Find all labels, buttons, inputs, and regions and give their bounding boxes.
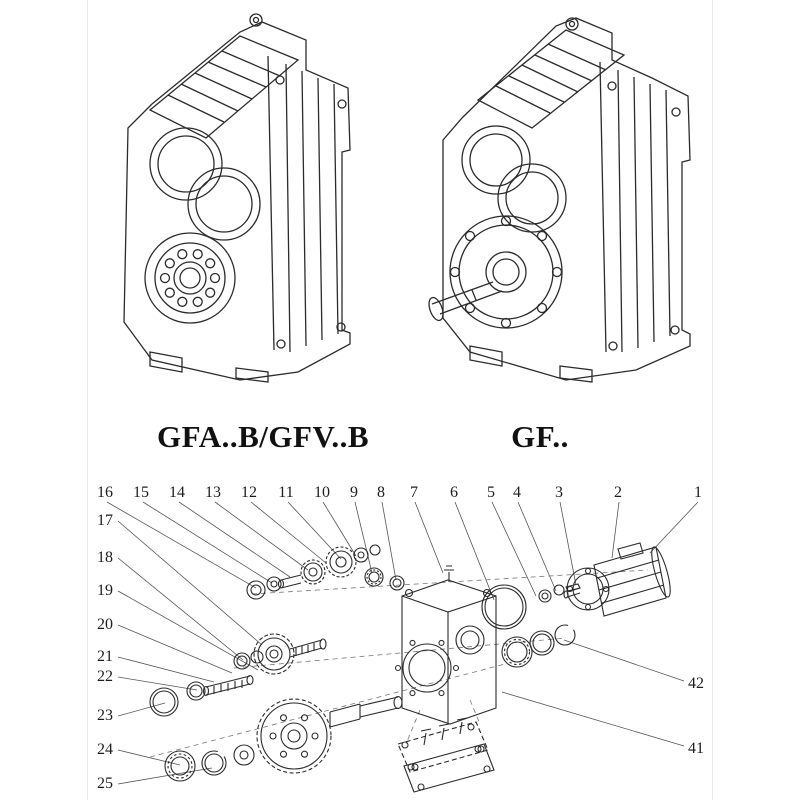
part-callout-17: 17 [97,512,113,529]
part-callout-6: 6 [450,484,458,501]
part-callout-21: 21 [97,648,113,665]
part-callout-16: 16 [97,484,113,501]
gasket-and-cover [397,717,495,793]
output-flange-detail [449,215,563,329]
part-callout-19: 19 [97,582,113,599]
part-callout-18: 18 [97,549,113,566]
part-callout-11: 11 [278,484,294,501]
assembly-axis-lines [149,569,649,758]
part-callout-5: 5 [487,484,495,501]
part-callout-9: 9 [350,484,358,501]
exploded-view [149,542,671,793]
part-callout-25: 25 [97,775,113,792]
part-callout-42: 42 [688,675,704,692]
leader-lines [106,501,699,785]
part-callout-8: 8 [377,484,385,501]
part-callout-3: 3 [555,484,563,501]
part-callout-20: 20 [97,616,113,633]
part-callout-7: 7 [410,484,418,501]
photo-left-edge [87,0,88,800]
input-shaft-parts [246,544,405,600]
part-callout-23: 23 [97,707,113,724]
part-callout-13: 13 [205,484,221,501]
model-label-gfab-gfvb: GFA..B/GFV..B [156,419,370,454]
part-callout-24: 24 [97,741,113,758]
output-bearing-detail [144,232,236,324]
part-callout-22: 22 [97,668,113,685]
part-callout-15: 15 [133,484,149,501]
drawing-gf [428,17,691,383]
seal-shaft-parts [149,674,254,717]
part-callout-4: 4 [513,484,521,501]
intermediate-gear-parts [233,633,327,675]
output-shaft [428,281,503,322]
photo-right-edge [712,0,713,800]
part-callout-10: 10 [314,484,330,501]
drawing-gfab-gfvb [123,13,351,383]
part-callout-41: 41 [688,740,704,757]
part-callout-12: 12 [241,484,257,501]
part-callout-1: 1 [694,484,702,501]
model-label-gf: GF.. [511,419,569,454]
motor [563,542,671,617]
bearing-ring-parts [481,583,581,668]
part-callout-14: 14 [169,484,185,501]
output-gear-parts [164,695,403,782]
part-callout-2: 2 [614,484,622,501]
gearbox-housing [394,565,497,725]
